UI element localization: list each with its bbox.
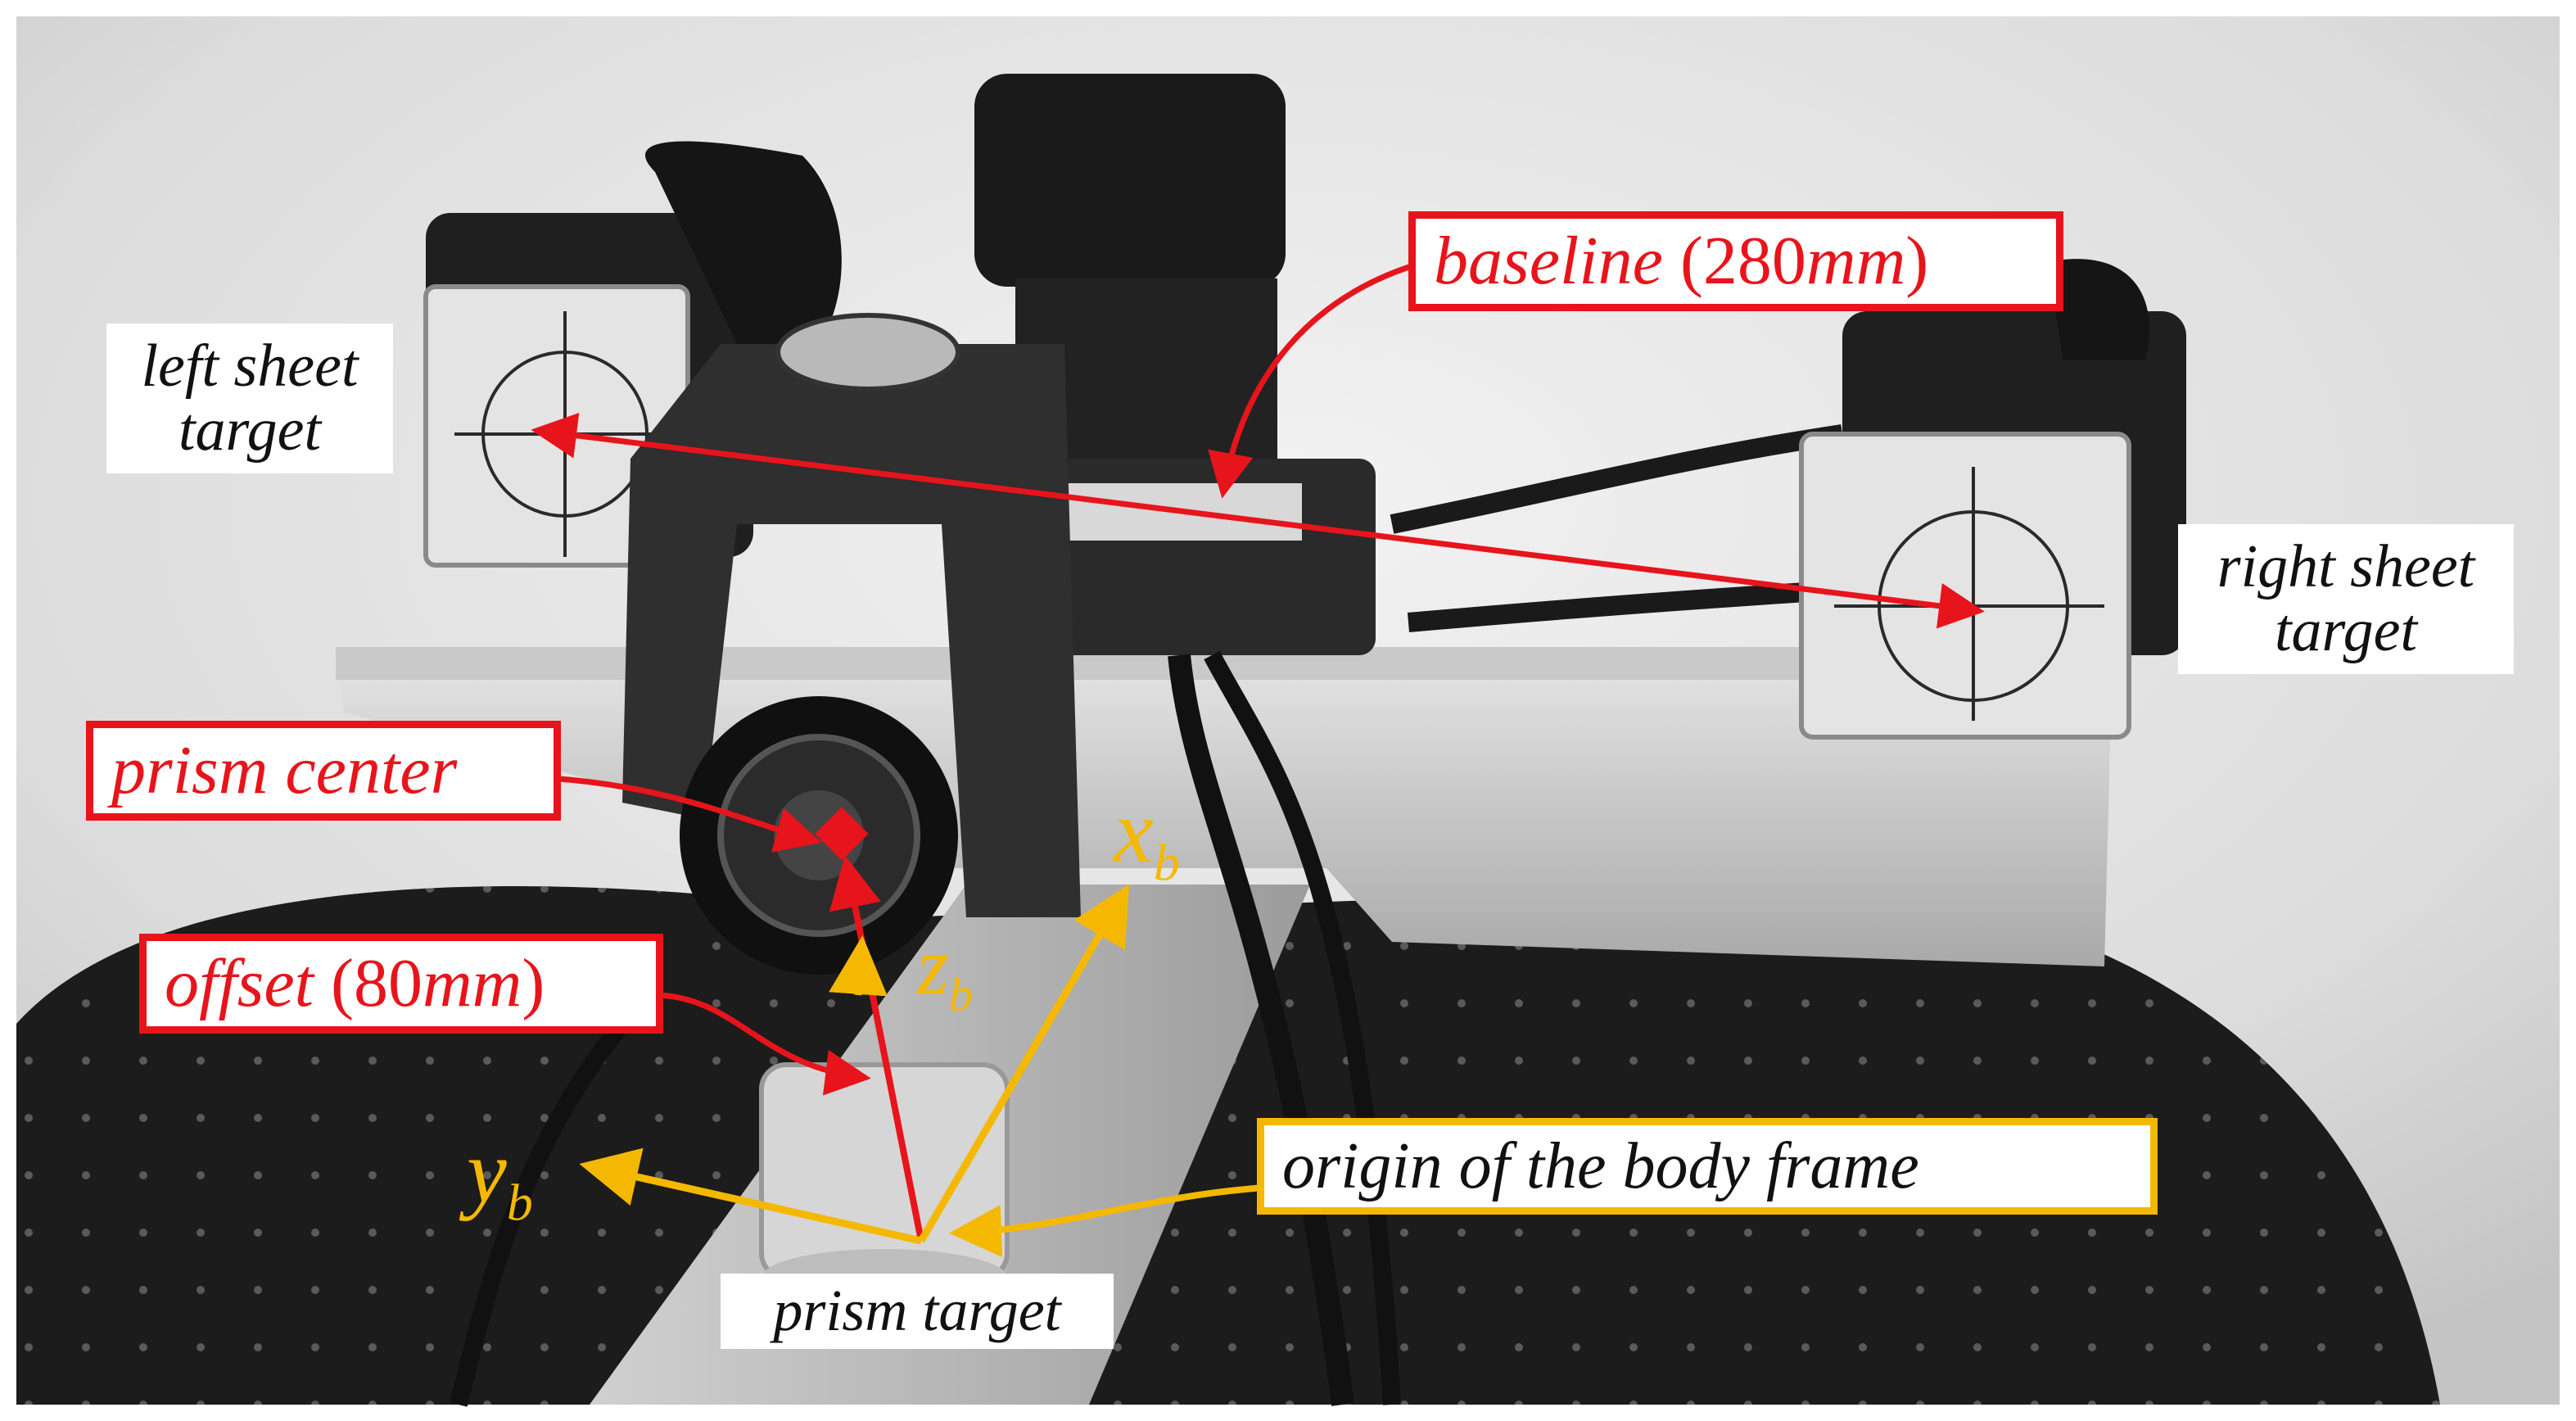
prism-center-label: prism center <box>86 721 561 821</box>
x-axis-label: xb <box>1114 786 1180 889</box>
y-axis-sub: b <box>506 1173 533 1232</box>
prism-center-text: prism center <box>111 732 458 808</box>
baseline-pointer <box>1208 259 1426 499</box>
baseline-arrow <box>531 412 1985 629</box>
offset-pointer <box>658 992 871 1096</box>
baseline-name: baseline <box>1434 223 1663 299</box>
offset-vector <box>829 855 924 1242</box>
prism-target-text: prism target <box>773 1278 1061 1343</box>
baseline-value: (280 <box>1679 223 1806 299</box>
y-axis-arrow <box>579 1147 922 1245</box>
origin-pointer <box>949 1184 1266 1258</box>
y-axis-label: yb <box>467 1126 533 1229</box>
offset-close: ) <box>522 945 545 1021</box>
right-target-line1: right sheet <box>2217 533 2475 600</box>
offset-label: offset (80mm) <box>139 934 663 1034</box>
y-axis-letter: y <box>467 1121 507 1221</box>
right-sheet-target-label: right sheet target <box>2178 524 2514 675</box>
prism-target-label: prism target <box>721 1274 1114 1349</box>
x-axis-letter: x <box>1114 781 1154 881</box>
baseline-label: baseline (280mm) <box>1408 211 2063 312</box>
right-target-line2: target <box>2274 596 2417 664</box>
left-target-line1: left sheet <box>141 333 359 400</box>
z-axis-sub: b <box>948 967 973 1021</box>
prism-center-marker <box>815 807 869 861</box>
left-target-line2: target <box>178 396 321 464</box>
origin-text: origin of the body frame <box>1282 1130 1919 1202</box>
z-axis-arrow <box>829 935 888 997</box>
prism-pedestal <box>759 1062 1010 1280</box>
origin-label: origin of the body frame <box>1257 1118 2158 1215</box>
left-sheet-target-label: left sheet target <box>106 324 393 474</box>
offset-name: offset <box>165 945 314 1021</box>
offset-value: (80 <box>331 945 423 1021</box>
offset-unit: mm <box>422 945 522 1021</box>
baseline-close: ) <box>1905 223 1929 299</box>
baseline-unit: mm <box>1805 223 1906 299</box>
z-axis-letter: z <box>917 921 949 1011</box>
right-sheet-target <box>1799 432 2131 740</box>
x-axis-arrow <box>918 884 1130 1243</box>
z-axis-label: zb <box>917 925 973 1018</box>
tracker-head <box>974 74 1286 287</box>
prism-center-pointer <box>548 775 822 853</box>
x-axis-sub: b <box>1153 833 1180 892</box>
